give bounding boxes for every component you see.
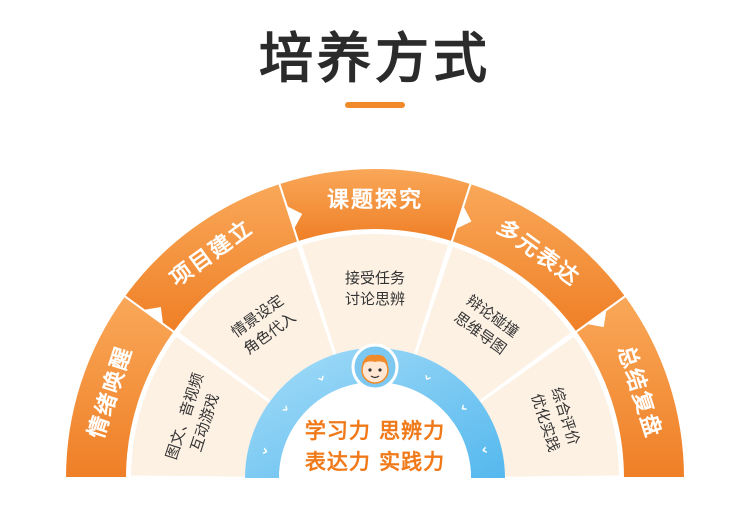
stage-sector-4 xyxy=(416,246,571,401)
stage-band-5 xyxy=(574,294,687,479)
stage-sector-2 xyxy=(179,246,334,401)
center-blue-ring xyxy=(245,348,505,478)
child-face-icon xyxy=(351,343,399,391)
center-core xyxy=(279,382,471,478)
stage-sector-1 xyxy=(131,336,270,477)
center-abilities-line1: 学习力 思辨力 xyxy=(305,419,445,443)
stage-sector-3 xyxy=(302,234,448,354)
stage-arrow-2 xyxy=(286,205,303,229)
stage-description-line: 接受任务 xyxy=(345,269,405,287)
title-underline xyxy=(345,102,405,108)
stage-arrow-4 xyxy=(586,309,607,328)
page-title: 培养方式 xyxy=(259,27,491,90)
stage-arrow-1 xyxy=(143,307,164,325)
stage-arrow-3 xyxy=(455,205,472,229)
chevron-right-icon: › xyxy=(260,441,270,460)
stage-sector-5 xyxy=(480,336,619,477)
inner-stage-sectors: 图文、音视频互动游戏情景设定角色代入接受任务讨论思辨辩论碰撞思维导图综合评价优化… xyxy=(131,234,619,477)
stage-description-line: 讨论思辨 xyxy=(345,290,405,308)
chevron-right-icon: › xyxy=(479,441,489,460)
stage-label-3: 课题探究 xyxy=(327,187,423,213)
center-abilities-line2: 表达力 实践力 xyxy=(305,450,445,474)
